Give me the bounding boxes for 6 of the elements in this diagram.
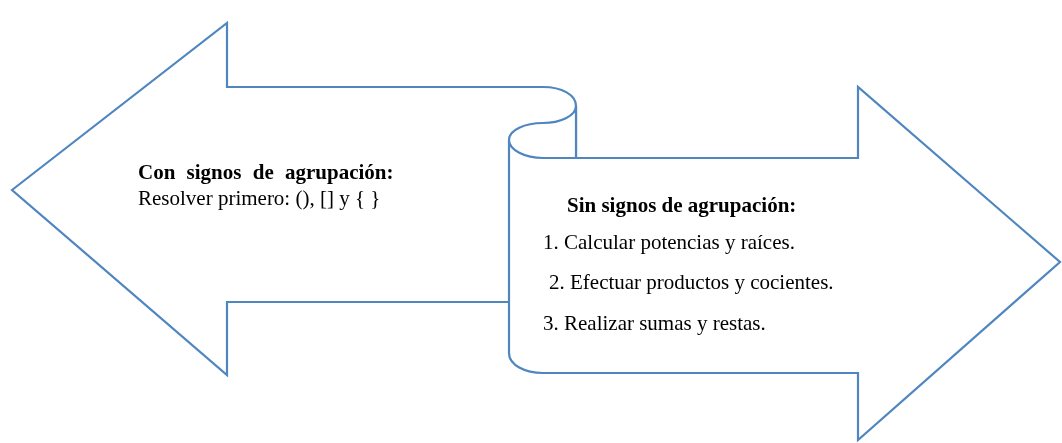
list-item: 1. Calcular potencias y raíces. — [543, 230, 795, 255]
list-item: 3. Realizar sumas y restas. — [543, 311, 766, 336]
heading: Con signos de agrupación: — [138, 160, 394, 185]
body-text: Resolver primero: (), [] y { } — [138, 186, 381, 211]
heading: Sin signos de agrupación: — [567, 193, 797, 218]
list-item: 2. Efectuar productos y cocientes. — [549, 270, 834, 295]
